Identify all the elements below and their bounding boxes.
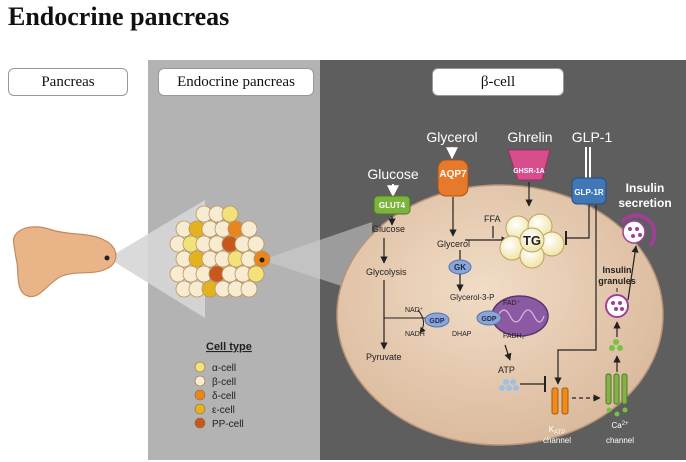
nadh-label: NADH: [405, 331, 425, 338]
katp-channel-word: channel: [543, 436, 571, 445]
glycolysis-label: Glycolysis: [366, 267, 407, 277]
insulin-granule: [605, 294, 629, 318]
glut4-label: GLUT4: [379, 201, 406, 210]
atp-molecules: [499, 379, 519, 391]
arrow-nad-nadh: [417, 309, 426, 334]
gdp-enzyme-1: GDP: [424, 312, 450, 328]
insulin-granules-label-1: Insulin: [603, 265, 632, 275]
gk-label: GK: [454, 263, 466, 272]
glut4-transporter: GLUT4: [373, 195, 411, 215]
secreting-granule: [620, 213, 657, 248]
glucose-input-label: Glucose: [367, 166, 419, 182]
page-title: Endocrine pancreas: [8, 2, 230, 31]
arrow-glp1r-katp: [554, 205, 597, 385]
legend-item-label: ε-cell: [212, 405, 235, 416]
atp-label: ATP: [498, 365, 515, 375]
endocrine-header: Endocrine pancreas: [158, 68, 314, 96]
legend-swatch: [194, 389, 206, 401]
glp1r-label: GLP-1R: [574, 188, 604, 197]
gdp2-label: GDP: [481, 316, 497, 323]
islet-focus-point: [259, 257, 265, 263]
ca-ions: [606, 339, 628, 417]
legend-item-label: α-cell: [212, 363, 236, 374]
legend-swatch: [194, 361, 206, 373]
insulin-granules-label-2: granules: [598, 276, 636, 286]
gdp-enzyme-2: GDP: [476, 310, 502, 326]
glp1r-inhibit-line: [566, 205, 590, 239]
katp-sub: ATP: [554, 430, 565, 436]
ghrelin-input-label: Ghrelin: [507, 129, 552, 145]
islet-cell: [240, 280, 258, 298]
glycerol-cytosol-label: Glycerol: [437, 239, 470, 249]
fadh2-label: FADH₂: [503, 333, 525, 340]
insulin-secretion-label-1: Insulin: [626, 181, 665, 195]
ca-sup: 2+: [622, 421, 629, 427]
legend-item-label: β-cell: [212, 377, 236, 388]
fad-label: FAD⁺: [503, 300, 521, 307]
islet-cell: [221, 205, 239, 223]
dhap-label: DHAP: [452, 331, 472, 338]
gk-enzyme: GK: [448, 259, 472, 275]
aqp7-label: AQP7: [439, 169, 467, 180]
legend-item-label: PP-cell: [212, 419, 244, 430]
legend-item-label: δ-cell: [212, 391, 236, 402]
glycerol-input-label: Glycerol: [426, 129, 477, 145]
glycerol3p-label: Glycerol-3-P: [450, 293, 494, 302]
katp-channel-label: KATP: [549, 425, 566, 436]
pyruvate-label: Pyruvate: [366, 352, 402, 362]
gdp1-label: GDP: [429, 318, 445, 325]
pancreas-header: Pancreas: [8, 68, 128, 96]
glp1-input-label: GLP-1: [572, 129, 613, 145]
insulin-secretion-label-2: secretion: [618, 196, 671, 210]
legend-swatch: [194, 417, 206, 429]
aqp7-channel: AQP7: [437, 159, 469, 197]
ca-channel: [605, 373, 628, 405]
arrow-mito-atp: [504, 344, 512, 361]
glucose-cytosol-label: Glucose: [372, 224, 405, 234]
legend-swatch: [194, 403, 206, 415]
islet-cluster: [169, 205, 271, 298]
tg-droplets: TG: [499, 213, 565, 269]
islet-cell: [247, 235, 265, 253]
ca-channel-word: channel: [606, 436, 634, 445]
islet-cell: [240, 220, 258, 238]
pancreas-organ: [12, 226, 117, 298]
legend-title: Cell type: [206, 341, 252, 353]
glp1r-receptor: GLP-1R: [571, 177, 607, 205]
arrow-granule-secretion: [627, 245, 639, 301]
ghsr-receptor: GHSR-1A: [507, 149, 551, 181]
ca-text: Ca: [611, 421, 622, 430]
legend-swatch: [194, 375, 206, 387]
katp-k: K: [549, 425, 555, 434]
ca-channel-label: Ca2+: [611, 421, 629, 430]
islet-cell: [247, 265, 265, 283]
tg-label: TG: [523, 233, 541, 248]
ffa-label: FFA: [484, 214, 501, 224]
nad-label: NAD⁺: [405, 307, 424, 314]
beta-cell-header: β-cell: [432, 68, 564, 96]
katp-channel: [551, 387, 569, 415]
ghsr-label: GHSR-1A: [513, 168, 545, 175]
